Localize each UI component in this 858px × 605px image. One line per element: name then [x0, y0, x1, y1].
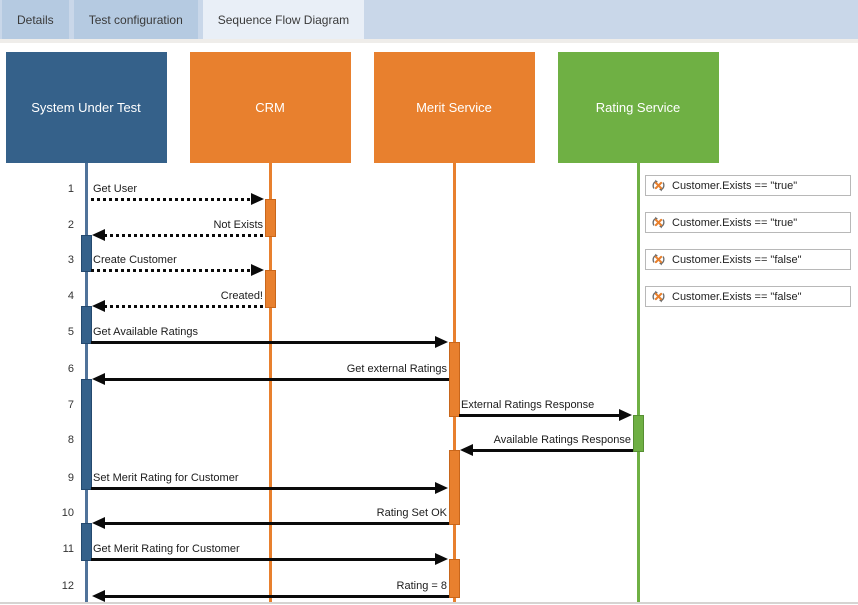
- message-number: 1: [67, 183, 74, 195]
- condition-box[interactable]: Customer.Exists == "true": [645, 212, 851, 233]
- tab-bar: Details Test configuration Sequence Flow…: [0, 0, 858, 39]
- actor-header-crm[interactable]: CRM: [189, 52, 351, 163]
- message-label: External Ratings Response: [461, 399, 595, 411]
- message-number: 2: [67, 219, 74, 231]
- activation-bar-crm: [264, 199, 276, 237]
- condition-box[interactable]: Customer.Exists == "true": [645, 175, 851, 196]
- message-label: Get User: [93, 183, 138, 195]
- message-label: Not Exists: [213, 219, 263, 231]
- activation-bar-sut: [80, 523, 92, 561]
- message-number: 5: [67, 326, 74, 338]
- message-arrowhead: [251, 193, 264, 205]
- message-arrowhead: [92, 229, 105, 241]
- message-number: 12: [61, 580, 74, 592]
- tab-test-configuration[interactable]: Test configuration: [73, 0, 198, 39]
- activation-bar-merit: [448, 450, 460, 525]
- condition-box[interactable]: Customer.Exists == "false": [645, 286, 851, 307]
- message-arrow-line: [472, 449, 633, 452]
- message-arrow-line: [91, 198, 252, 201]
- activation-bar-sut: [80, 306, 92, 344]
- message-arrow-line: [104, 378, 449, 381]
- actor-header-rating[interactable]: Rating Service: [557, 52, 719, 163]
- message-arrow-line: [91, 558, 436, 561]
- condition-text: Customer.Exists == "false": [672, 290, 802, 303]
- sync-condition-icon: [652, 253, 665, 266]
- condition-text: Customer.Exists == "true": [672, 216, 798, 229]
- message-arrow-line: [91, 341, 436, 344]
- sync-condition-icon: [652, 179, 665, 192]
- message-number: 6: [67, 363, 74, 375]
- message-arrowhead: [460, 444, 473, 456]
- message-number: 11: [62, 543, 74, 555]
- message-label: Available Ratings Response: [493, 434, 631, 446]
- message-arrow-line: [104, 234, 265, 237]
- tabbar-divider: [0, 39, 858, 43]
- message-arrowhead: [619, 409, 632, 421]
- message-number: 3: [67, 254, 74, 266]
- message-label: Get Merit Rating for Customer: [93, 543, 240, 555]
- tab-sequence-flow-diagram[interactable]: Sequence Flow Diagram: [202, 0, 365, 39]
- sync-condition-icon: [652, 216, 665, 229]
- tab-details[interactable]: Details: [2, 0, 69, 39]
- message-number: 8: [67, 434, 74, 446]
- lifeline-crm: [268, 163, 272, 602]
- activation-bar-rating: [632, 415, 644, 452]
- message-arrowhead: [92, 590, 105, 602]
- actor-header-sut[interactable]: System Under Test: [5, 52, 167, 163]
- message-arrowhead: [92, 373, 105, 385]
- activation-bar-merit: [448, 342, 460, 417]
- activation-bar-merit: [448, 559, 460, 598]
- condition-text: Customer.Exists == "false": [672, 253, 802, 266]
- message-number: 4: [67, 290, 74, 302]
- message-label: Set Merit Rating for Customer: [93, 472, 239, 484]
- message-arrow-line: [104, 522, 449, 525]
- activation-bar-crm: [264, 270, 276, 308]
- message-arrow-line: [459, 414, 620, 417]
- activation-bar-sut: [80, 235, 92, 272]
- message-arrowhead: [92, 300, 105, 312]
- actor-header-merit[interactable]: Merit Service: [373, 52, 535, 163]
- message-label: Rating = 8: [396, 580, 447, 592]
- message-arrowhead: [92, 517, 105, 529]
- message-arrowhead: [435, 553, 448, 565]
- message-arrowhead: [251, 264, 264, 276]
- message-arrow-line: [104, 595, 449, 598]
- panel-bottom-border: [0, 602, 858, 604]
- message-label: Get Available Ratings: [93, 326, 198, 338]
- message-number: 10: [61, 507, 74, 519]
- condition-text: Customer.Exists == "true": [672, 179, 798, 192]
- message-arrowhead: [435, 336, 448, 348]
- message-arrow-line: [91, 269, 252, 272]
- message-label: Create Customer: [93, 254, 177, 266]
- activation-bar-sut: [80, 379, 92, 490]
- message-arrow-line: [91, 487, 436, 490]
- message-arrow-line: [104, 305, 265, 308]
- message-label: Get external Ratings: [346, 363, 447, 375]
- message-label: Created!: [220, 290, 263, 302]
- sync-condition-icon: [652, 290, 665, 303]
- condition-box[interactable]: Customer.Exists == "false": [645, 249, 851, 270]
- lifeline-rating: [636, 163, 640, 602]
- message-arrowhead: [435, 482, 448, 494]
- message-label: Rating Set OK: [376, 507, 447, 519]
- message-number: 7: [67, 399, 74, 411]
- message-number: 9: [67, 472, 74, 484]
